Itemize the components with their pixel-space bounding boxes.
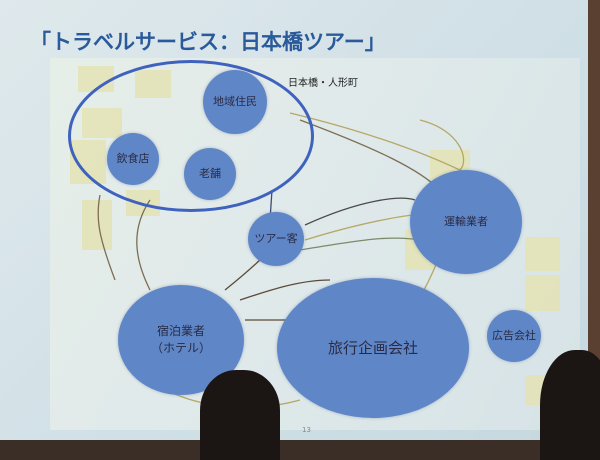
node-label: 飲食店 [116,152,150,166]
node-label: 地域住民 [213,95,257,109]
local-area-ellipse [68,60,314,212]
node-label: ツアー客 [254,232,298,246]
node-label: 運輸業者 [444,215,488,229]
projected-slide: 「トラベルサービス：日本橋ツアー」 日本橋・人形町 地域住民 飲食店 老 [0,0,590,440]
sticky-note [82,200,112,250]
node-tourists: ツアー客 [248,212,304,266]
node-label: 老舗 [199,167,221,181]
audience-head [200,370,280,460]
area-label: 日本橋・人形町 [288,78,358,89]
node-label: 旅行企画会社 [327,338,418,357]
node-travel-planner: 旅行企画会社 [277,278,469,418]
sticky-note [525,237,560,271]
audience-head [540,350,600,460]
node-label: 宿泊業者 [156,324,205,339]
page-number: 13 [302,426,311,434]
node-transport: 運輸業者 [410,170,522,274]
slide-title: 「トラベルサービス：日本橋ツアー」 [30,30,386,54]
node-restaurant: 飲食店 [107,133,159,185]
sticky-note [525,275,560,311]
node-local-residents: 地域住民 [203,70,267,134]
node-old-shop: 老舗 [184,148,236,200]
node-advertising: 広告会社 [487,310,541,362]
wall [588,0,600,450]
node-label-sub: （ホテル） [150,341,211,355]
node-label: 広告会社 [492,329,536,343]
